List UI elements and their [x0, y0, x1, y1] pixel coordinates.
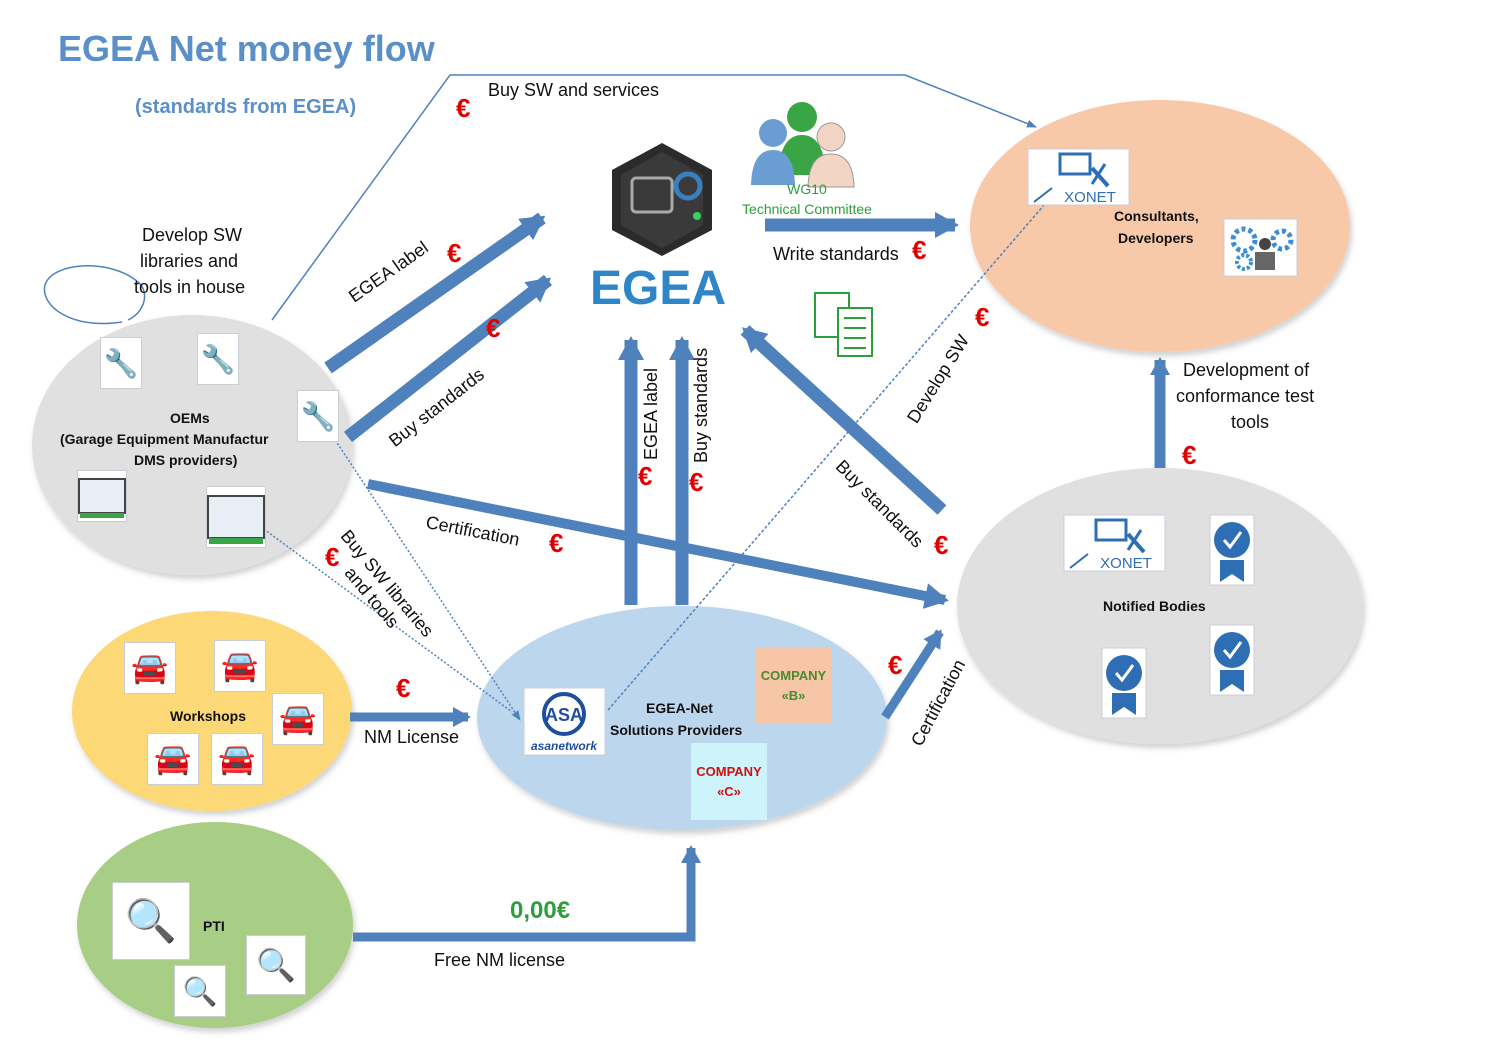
buy-standards-nb-arrow	[740, 325, 947, 515]
egea-label-provider-label: EGEA label	[641, 367, 661, 460]
euro-icon: €	[975, 302, 990, 332]
self-develop-loop	[43, 265, 146, 325]
car-service-icon: 🚘	[211, 733, 263, 785]
euro-icon: €	[396, 673, 411, 703]
notified-node	[957, 468, 1363, 744]
car-service-icon: 🚘	[272, 693, 324, 745]
computer-icon	[206, 486, 266, 548]
buy-sw-libraries-arrow-2	[237, 509, 513, 713]
egea-logo-text: EGEA	[590, 262, 726, 315]
egea-label-oem-arrow	[324, 212, 546, 374]
car-service-icon: 🚘	[124, 642, 176, 694]
free-price-label: 0,00€	[510, 897, 571, 924]
notified-bodies-label: Notified Bodies	[1103, 598, 1206, 614]
asa-logo-text: ASA	[545, 705, 583, 725]
certification-oem-arrow	[367, 479, 949, 609]
buy-sw-services-label: Buy SW and services	[488, 80, 660, 100]
develop-sw-arrow	[607, 174, 1071, 711]
euro-icon: €	[447, 238, 462, 268]
car-inspection-icon: 🔍	[112, 882, 190, 960]
axonet-text: XONET	[1100, 555, 1152, 572]
wrench-icon: 🔧	[297, 390, 339, 442]
nm-license-label: NM License	[364, 727, 460, 747]
euro-icon: €	[689, 467, 704, 497]
wg10-sublabel: Technical Committee	[742, 201, 872, 217]
euro-icon: €	[486, 313, 501, 343]
oems-sublabel-2: DMS providers)	[134, 452, 238, 468]
wrench-icon: 🔧	[100, 337, 142, 389]
euro-icon: €	[934, 530, 949, 560]
computer-icon	[77, 470, 127, 522]
certification-badge-icon	[1101, 647, 1147, 719]
buy-standards-provider-label: Buy standards	[691, 347, 711, 463]
axonet-logo: XONET	[1063, 514, 1166, 572]
euro-icon: €	[912, 235, 927, 265]
oems-sublabel: (Garage Equipment Manufactur	[60, 431, 269, 447]
wrench-icon: 🔧	[197, 333, 239, 385]
car-inspection-icon: 🔍	[246, 935, 306, 995]
company-b-box: COMPANY «B»	[755, 648, 832, 724]
asanetwork-logo: ASA asanetwork	[523, 687, 606, 756]
buy-standards-oem-arrow	[343, 274, 553, 443]
company-b-name: «B»	[781, 688, 806, 703]
asanetwork-text: asanetwork	[531, 739, 598, 753]
providers-sublabel: Solutions Providers	[610, 722, 743, 738]
euro-icon: €	[325, 542, 340, 572]
develop-inhouse-label-2: libraries and	[140, 251, 239, 271]
page-subtitle: (standards from EGEA)	[135, 96, 357, 118]
develop-inhouse-label-1: Develop SW	[142, 225, 243, 245]
workshops-label: Workshops	[170, 708, 246, 724]
page-title: EGEA Net money flow	[58, 28, 435, 69]
euro-icon: €	[1182, 440, 1197, 470]
free-nm-license-arrow	[353, 845, 701, 942]
oems-label: OEMs	[170, 410, 210, 426]
conformance-label-3: tools	[1231, 412, 1270, 432]
conformance-label-2: conformance test	[1176, 386, 1315, 406]
company-c-name: «C»	[717, 783, 741, 799]
conformance-label-1: Development of	[1183, 360, 1310, 380]
specs-document-icon	[814, 292, 873, 357]
car-inspection-icon: 🔍	[174, 965, 226, 1017]
axonet-text: XONET	[1064, 189, 1116, 206]
pti-label: PTI	[203, 918, 225, 934]
people-group-icon	[751, 102, 855, 188]
egea-logo: EGEA	[590, 143, 726, 315]
consultants-sublabel: Developers	[1118, 230, 1194, 246]
certification-badge-icon	[1209, 624, 1255, 696]
euro-icon: €	[549, 528, 564, 558]
euro-icon: €	[888, 650, 903, 680]
certification-badge-icon	[1209, 514, 1255, 586]
company-c-label: COMPANY	[696, 763, 762, 779]
company-c-box: COMPANY «C»	[691, 743, 767, 820]
euro-icon: €	[456, 93, 471, 123]
buy-sw-services-arrow	[271, 74, 1037, 321]
consultants-label: Consultants,	[1114, 208, 1199, 224]
write-standards-label: Write standards	[773, 244, 899, 264]
develop-inhouse-label-3: tools in house	[134, 277, 246, 297]
free-nm-license-label: Free NM license	[434, 950, 566, 970]
providers-label: EGEA-Net	[646, 700, 713, 716]
company-b-label: COMPANY	[760, 668, 827, 683]
certification-provider-arrow	[881, 629, 944, 720]
gears-developer-icon	[1223, 218, 1298, 277]
car-service-icon: 🚘	[214, 640, 266, 692]
car-service-icon: 🚘	[147, 733, 199, 785]
euro-icon: €	[638, 461, 653, 491]
axonet-logo: XONET	[1027, 148, 1130, 206]
wg10-label: WG10	[787, 181, 827, 197]
